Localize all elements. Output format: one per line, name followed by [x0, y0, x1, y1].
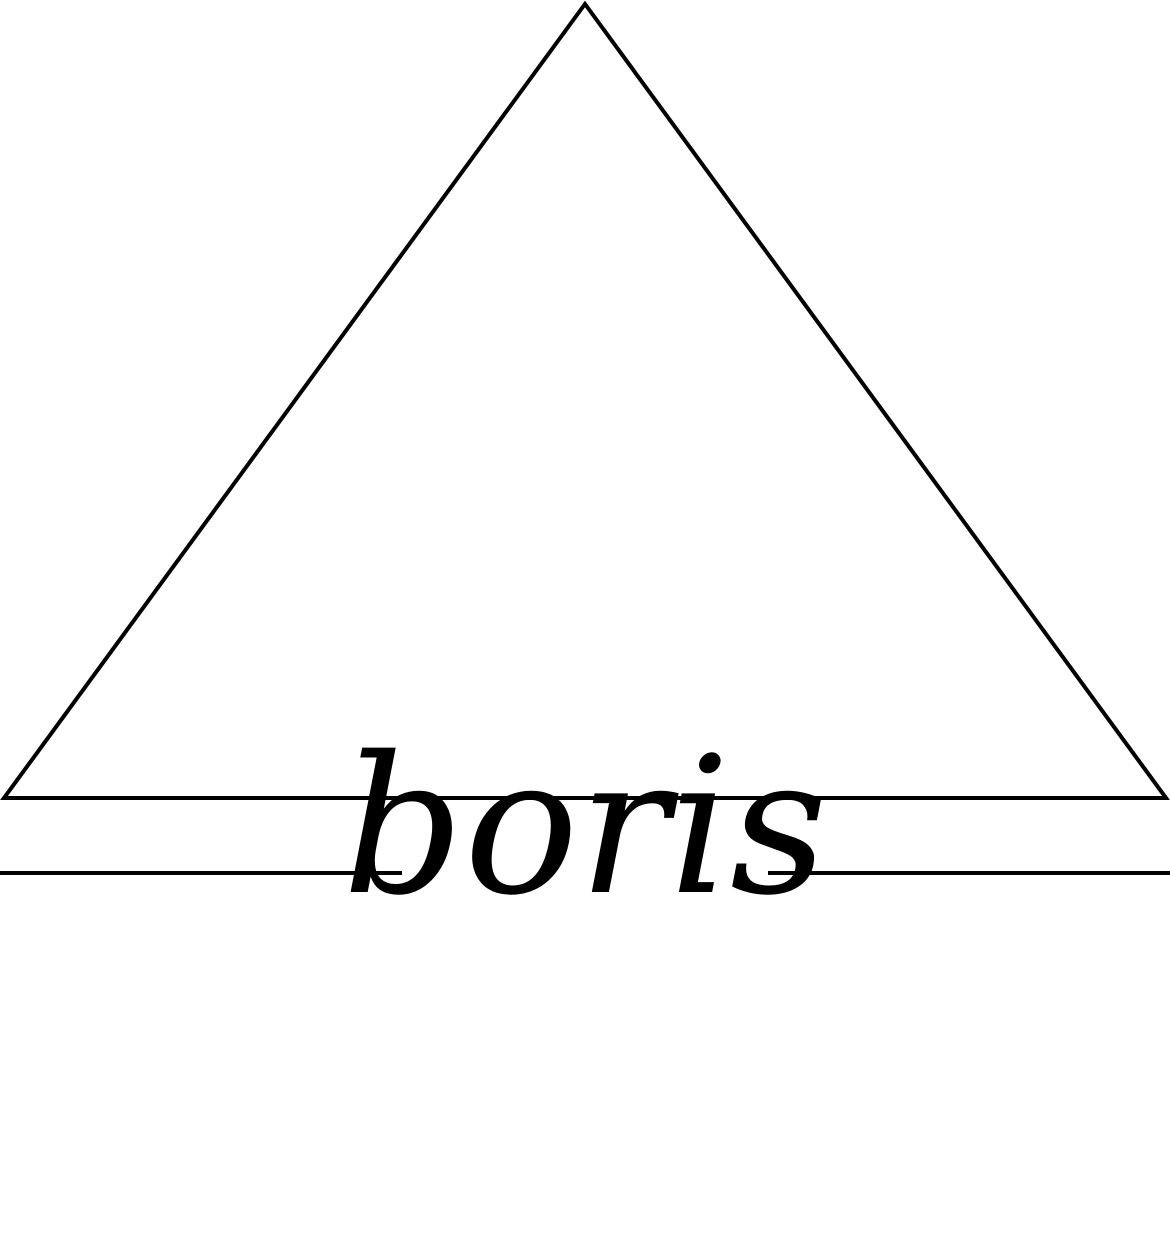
triangle-outline-icon: [0, 0, 1170, 800]
wordmark-text: boris: [342, 716, 827, 937]
